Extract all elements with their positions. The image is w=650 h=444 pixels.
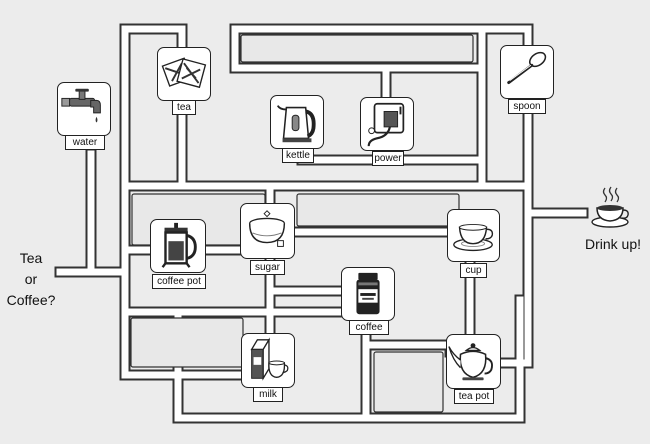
start-line-tea: Tea bbox=[19, 250, 43, 266]
item-power: power bbox=[360, 97, 414, 169]
item-tea: tea bbox=[157, 47, 212, 119]
spoon-tile bbox=[500, 45, 554, 99]
start-line-coffee: Coffee? bbox=[6, 292, 56, 308]
milk-tile bbox=[241, 333, 295, 388]
coffee-pot-tile bbox=[150, 219, 206, 273]
sugar-label: sugar bbox=[250, 260, 285, 275]
sugar-bowl-icon bbox=[248, 210, 286, 247]
item-sugar: sugar bbox=[240, 203, 296, 275]
cup-icon bbox=[453, 223, 494, 252]
item-coffee-pot: coffee pot bbox=[150, 219, 208, 289]
finish-label: Drink up! bbox=[584, 236, 642, 252]
coffee-tile bbox=[341, 267, 395, 321]
water-label: water bbox=[65, 135, 105, 150]
item-tea-pot: tea pot bbox=[446, 334, 502, 406]
item-water: water bbox=[57, 82, 111, 152]
tea-label: tea bbox=[172, 100, 196, 115]
item-kettle: kettle bbox=[270, 95, 324, 167]
item-cup: cup bbox=[447, 209, 501, 279]
spoon-label: spoon bbox=[508, 99, 546, 114]
coffee-label: coffee bbox=[349, 320, 389, 335]
spoon-icon bbox=[507, 51, 547, 85]
kettle-label: kettle bbox=[282, 148, 314, 163]
item-spoon: spoon bbox=[500, 45, 554, 117]
item-milk: milk bbox=[241, 333, 295, 405]
steaming-cup-icon bbox=[591, 186, 629, 228]
power-tile bbox=[360, 97, 414, 151]
power-socket-icon bbox=[367, 102, 405, 147]
tap-icon bbox=[61, 88, 101, 123]
start-line-or: or bbox=[24, 271, 38, 287]
coffee-jar-icon bbox=[356, 272, 380, 315]
milk-label: milk bbox=[253, 387, 283, 402]
teapot-icon bbox=[448, 343, 494, 381]
water-tile bbox=[57, 82, 111, 136]
tea-pot-tile bbox=[446, 334, 501, 389]
power-label: power bbox=[372, 151, 404, 166]
sugar-tile bbox=[240, 203, 295, 259]
start-label: Tea or Coffee? bbox=[0, 248, 62, 311]
tea-bags-icon bbox=[161, 57, 207, 89]
tea-tile bbox=[157, 47, 211, 101]
milk-icon bbox=[250, 337, 289, 381]
kettle-tile bbox=[270, 95, 324, 149]
cup-label: cup bbox=[460, 263, 487, 278]
item-coffee: coffee bbox=[341, 267, 397, 337]
cup-tile bbox=[447, 209, 500, 262]
coffee-pot-icon bbox=[161, 222, 197, 268]
tea-pot-label: tea pot bbox=[454, 389, 494, 404]
kettle-icon bbox=[276, 105, 316, 143]
coffee-pot-label: coffee pot bbox=[152, 274, 206, 289]
